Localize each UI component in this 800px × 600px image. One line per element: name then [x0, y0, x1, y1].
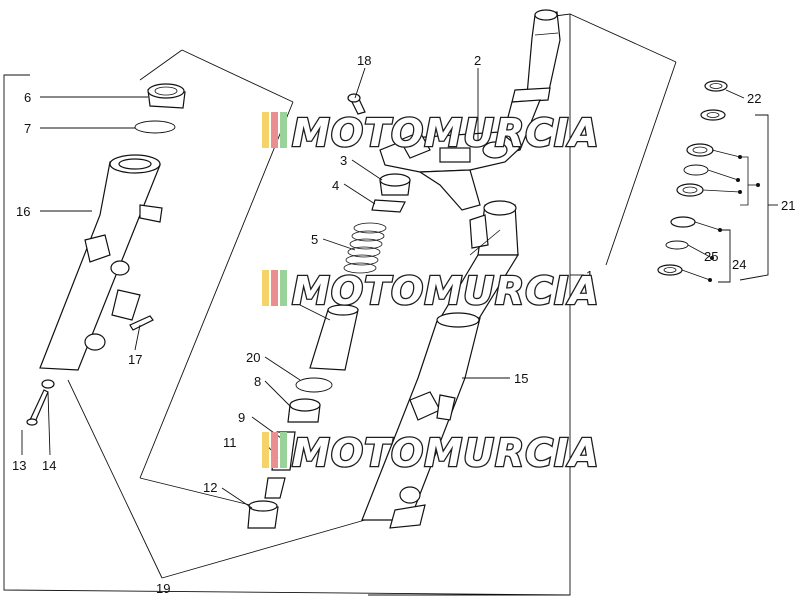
callout-22: 22 — [747, 91, 761, 106]
watermark-middle: MOTOMURCIA — [262, 268, 600, 314]
callout-13: 13 — [12, 458, 26, 473]
callout-16: 16 — [16, 204, 30, 219]
callout-labels: 1 2 3 4 5 6 7 8 9 11 12 13 14 15 16 17 1… — [12, 53, 795, 596]
callout-21: 21 — [781, 198, 795, 213]
watermark-text-middle: MOTOMURCIA — [292, 269, 600, 313]
left-small-parts — [26, 83, 186, 426]
watermarks: MOTOMURCIA MOTOMURCIA MOTOMURCIA — [262, 110, 600, 476]
left-fork-slider — [39, 154, 163, 371]
callout-11: 11 — [223, 435, 237, 450]
leader-lines — [21, 67, 745, 509]
watermark-top: MOTOMURCIA — [262, 110, 600, 156]
callout-9: 9 — [238, 410, 245, 425]
callout-20: 20 — [246, 350, 260, 365]
callout-1: 1 — [586, 268, 593, 283]
callout-19: 19 — [156, 581, 170, 596]
watermark-text-top: MOTOMURCIA — [292, 111, 600, 155]
callout-18: 18 — [357, 53, 371, 68]
assembly-bracket-lines — [3, 13, 778, 596]
watermark-bottom: MOTOMURCIA — [262, 430, 600, 476]
callout-14: 14 — [42, 458, 56, 473]
center-internal-parts — [247, 93, 411, 529]
callout-3: 3 — [340, 153, 347, 168]
callout-17: 17 — [128, 352, 142, 367]
right-fork-slider — [361, 312, 481, 529]
head-bearing-kit — [657, 80, 760, 282]
callout-7: 7 — [24, 121, 31, 136]
callout-2: 2 — [474, 53, 481, 68]
callout-5: 5 — [311, 232, 318, 247]
callout-8: 8 — [254, 374, 261, 389]
callout-15: 15 — [514, 371, 528, 386]
callout-12: 12 — [203, 480, 217, 495]
callout-24: 24 — [732, 257, 746, 272]
callout-6: 6 — [24, 90, 31, 105]
steering-stem-crown — [379, 9, 561, 211]
watermark-text-bottom: MOTOMURCIA — [292, 431, 600, 475]
callout-25: 25 — [704, 249, 718, 264]
right-fork-upper-tube — [436, 200, 520, 326]
spring-coil — [343, 222, 387, 274]
callout-4: 4 — [332, 178, 339, 193]
